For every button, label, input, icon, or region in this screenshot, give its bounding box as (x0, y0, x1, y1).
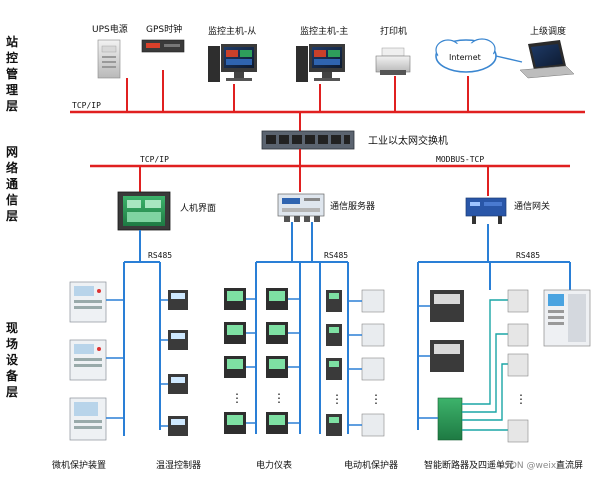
monitor-master-label: 监控主机-主 (300, 25, 348, 37)
monitor-master-device: 监控主机-主 (296, 25, 348, 82)
layer-label-field: 现 场 设 备 层 (5, 321, 19, 399)
ellipsis-motor-1: ⋮ (331, 392, 343, 406)
smart-breaker-units: ⋮ (418, 289, 529, 443)
hmi-label: 人机界面 (180, 202, 216, 214)
svg-text:现: 现 (6, 321, 18, 335)
watermark: CSDN @weixin (498, 461, 564, 471)
right-bus-protocol: MODBUS-TCP (436, 155, 484, 164)
rs485-a-label: RS485 (148, 251, 172, 260)
svg-text:层: 层 (6, 385, 18, 399)
comm-server-label: 通信服务器 (330, 200, 375, 212)
svg-text:管: 管 (6, 66, 18, 81)
internet-cloud: Internet (435, 38, 497, 73)
micro-protection-units (69, 281, 124, 441)
label-dc-screen: 直流屏 (556, 459, 583, 471)
motor-protector-units: ⋮ ⋮ (326, 289, 385, 437)
hmi-panel: 人机界面 (117, 191, 216, 231)
ellipsis-motor-2: ⋮ (370, 392, 382, 406)
svg-text:理: 理 (6, 83, 18, 97)
top-bus-protocol: TCP/IP (72, 101, 101, 110)
network-bus: TCP/IP MODBUS-TCP (90, 155, 570, 196)
svg-text:络: 络 (6, 160, 18, 175)
rs485-c-label: RS485 (516, 251, 540, 260)
svg-text:站: 站 (6, 34, 18, 49)
gps-label: GPS时钟 (146, 23, 182, 35)
comm-gateway: 通信网关 (465, 197, 550, 224)
monitor-slave-device: 监控主机-从 (208, 25, 257, 82)
left-bus-protocol: TCP/IP (140, 155, 169, 164)
svg-text:设: 设 (6, 352, 19, 367)
svg-text:层: 层 (6, 209, 18, 223)
upper-dispatch-label: 上级调度 (530, 25, 566, 37)
top-bus: TCP/IP (70, 70, 585, 132)
rs485-b-label: RS485 (324, 251, 348, 260)
dc-screen-cabinet (543, 289, 591, 347)
cloud-laptop-link (495, 55, 523, 63)
rs485-mid: RS485 (255, 222, 349, 434)
label-micro-protection: 微机保护装置 (52, 459, 106, 471)
rs485-left: RS485 (123, 230, 172, 436)
svg-text:网: 网 (6, 145, 18, 159)
svg-text:场: 场 (6, 337, 18, 351)
printer-label: 打印机 (380, 25, 407, 37)
svg-text:通: 通 (6, 176, 18, 191)
power-meter-units: ⋮ ⋮ (224, 288, 300, 434)
label-motor-protector: 电动机保护器 (344, 459, 398, 471)
ups-device: UPS电源 (92, 23, 128, 79)
svg-text:备: 备 (5, 368, 19, 383)
printer-device: 打印机 (375, 25, 411, 75)
monitor-slave-label: 监控主机-从 (208, 25, 256, 37)
layer-label-station: 站 控 管 理 层 (6, 34, 18, 113)
ellipsis-meter-1: ⋮ (231, 391, 243, 405)
comm-server: 通信服务器 (277, 193, 375, 222)
ups-label: UPS电源 (92, 23, 128, 35)
gps-clock-device: GPS时钟 (141, 23, 185, 53)
layer-label-network: 网 络 通 信 层 (6, 145, 18, 223)
gateway-label: 通信网关 (514, 200, 550, 212)
upper-dispatch-laptop: 上级调度 (519, 25, 575, 79)
internet-label: Internet (449, 53, 481, 62)
svg-text:层: 层 (6, 99, 18, 113)
switch-label: 工业以太网交换机 (368, 134, 448, 147)
svg-text:控: 控 (6, 50, 18, 65)
label-power-meter: 电力仪表 (256, 459, 292, 471)
svg-text:信: 信 (6, 192, 18, 207)
ethernet-switch: 工业以太网交换机 (261, 130, 448, 150)
ellipsis-breaker: ⋮ (515, 392, 527, 406)
label-smart-breaker: 智能断路器及四遥单元 (424, 459, 514, 471)
temp-controller-units (160, 290, 188, 436)
ellipsis-meter-2: ⋮ (273, 391, 285, 405)
rs485-right: RS485 (417, 224, 571, 430)
label-temp-controller: 温湿控制器 (156, 459, 201, 471)
